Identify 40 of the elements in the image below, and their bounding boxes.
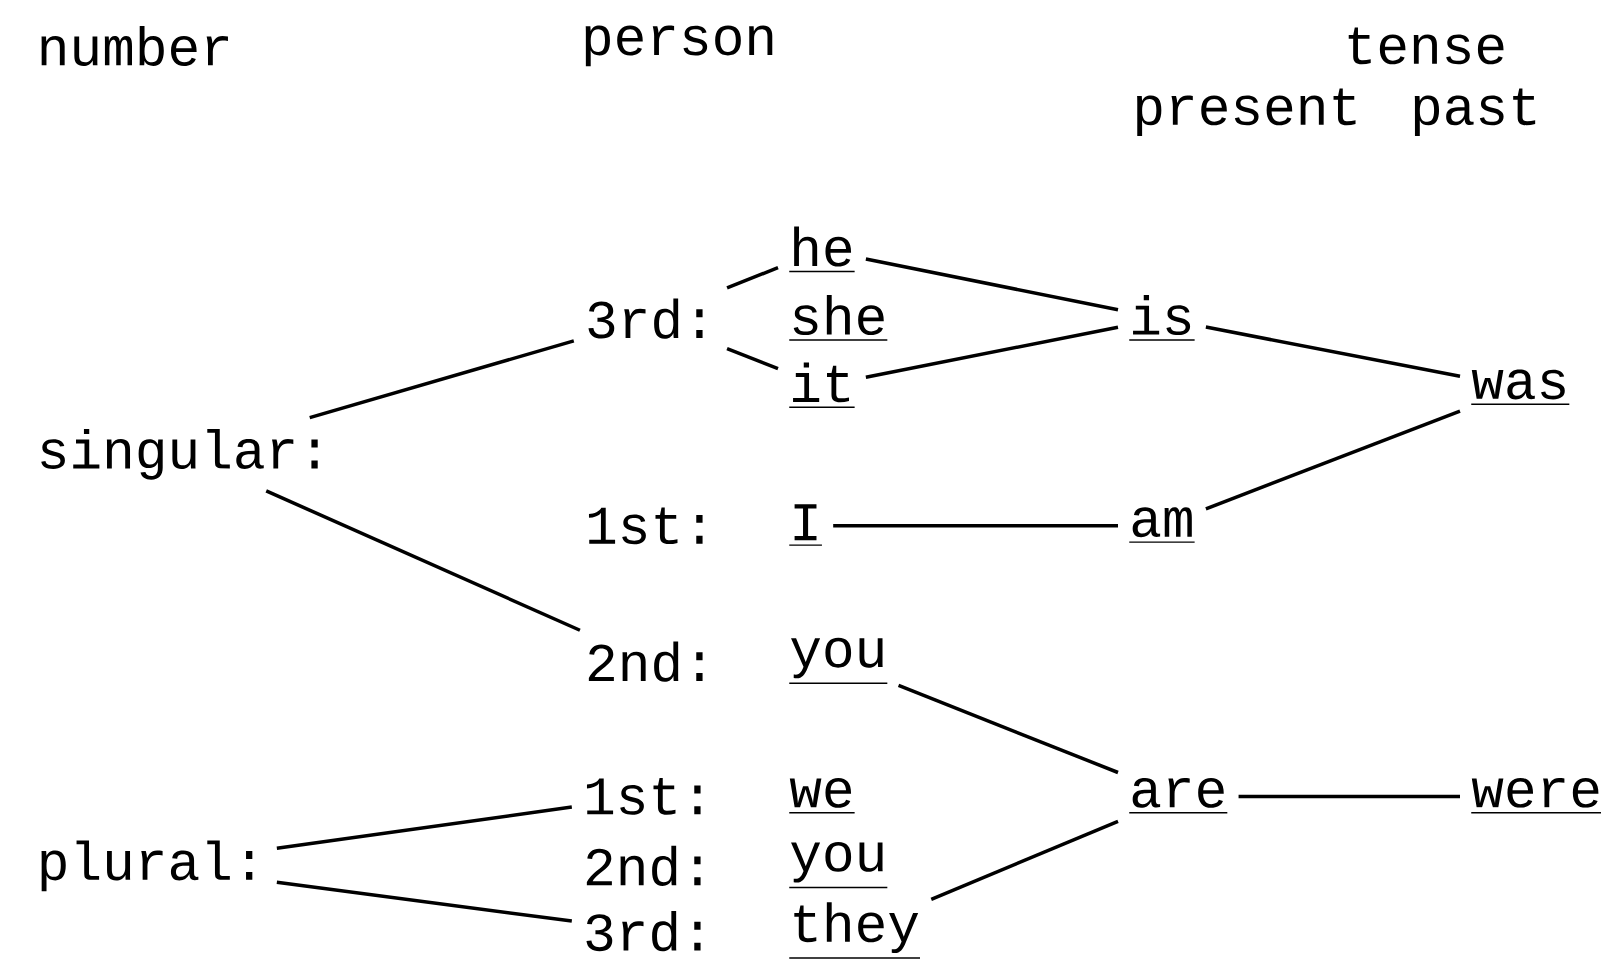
underlined-word: am [1128, 507, 1196, 543]
connecting-line [276, 805, 573, 850]
underlined-word: was [1470, 369, 1571, 405]
connecting-line [1205, 409, 1461, 511]
underlined-word: you [788, 637, 889, 684]
column-heading: present [1137, 88, 1356, 137]
connecting-line [726, 347, 779, 371]
underlined-word: is [1128, 295, 1196, 341]
underlined-word: she [788, 295, 889, 341]
column-heading: person [585, 25, 773, 67]
underlined-word: it [788, 362, 856, 408]
underlined-word: you [788, 841, 889, 889]
category-label: 3rd: [586, 911, 701, 952]
underlined-word: we [788, 777, 856, 814]
category-label: 2nd: [586, 845, 701, 886]
underlined-word: are [1128, 777, 1229, 814]
connecting-line [309, 339, 575, 420]
category-label: plural: [41, 840, 253, 892]
connecting-line [865, 325, 1119, 379]
connecting-line [726, 266, 779, 290]
underlined-word: were [1470, 777, 1601, 814]
category-label: 3rd: [588, 298, 703, 339]
column-heading: past [1414, 88, 1536, 137]
connecting-line [865, 257, 1119, 312]
connecting-line [276, 880, 573, 923]
underlined-word: I [788, 504, 823, 546]
column-heading: number [41, 25, 228, 66]
connecting-line [1238, 794, 1460, 799]
category-label: 1st: [588, 507, 703, 545]
category-label: singular: [41, 428, 318, 480]
category-label: 1st: [586, 778, 701, 815]
connecting-line [930, 819, 1119, 901]
underlined-word: he [788, 226, 856, 273]
underlined-word: they [788, 902, 921, 959]
connecting-line [1205, 325, 1461, 379]
connecting-line [833, 524, 1118, 528]
column-heading: tense [1348, 27, 1504, 65]
category-label: 2nd: [588, 641, 703, 682]
connecting-line [265, 489, 581, 632]
connecting-line [897, 683, 1119, 775]
